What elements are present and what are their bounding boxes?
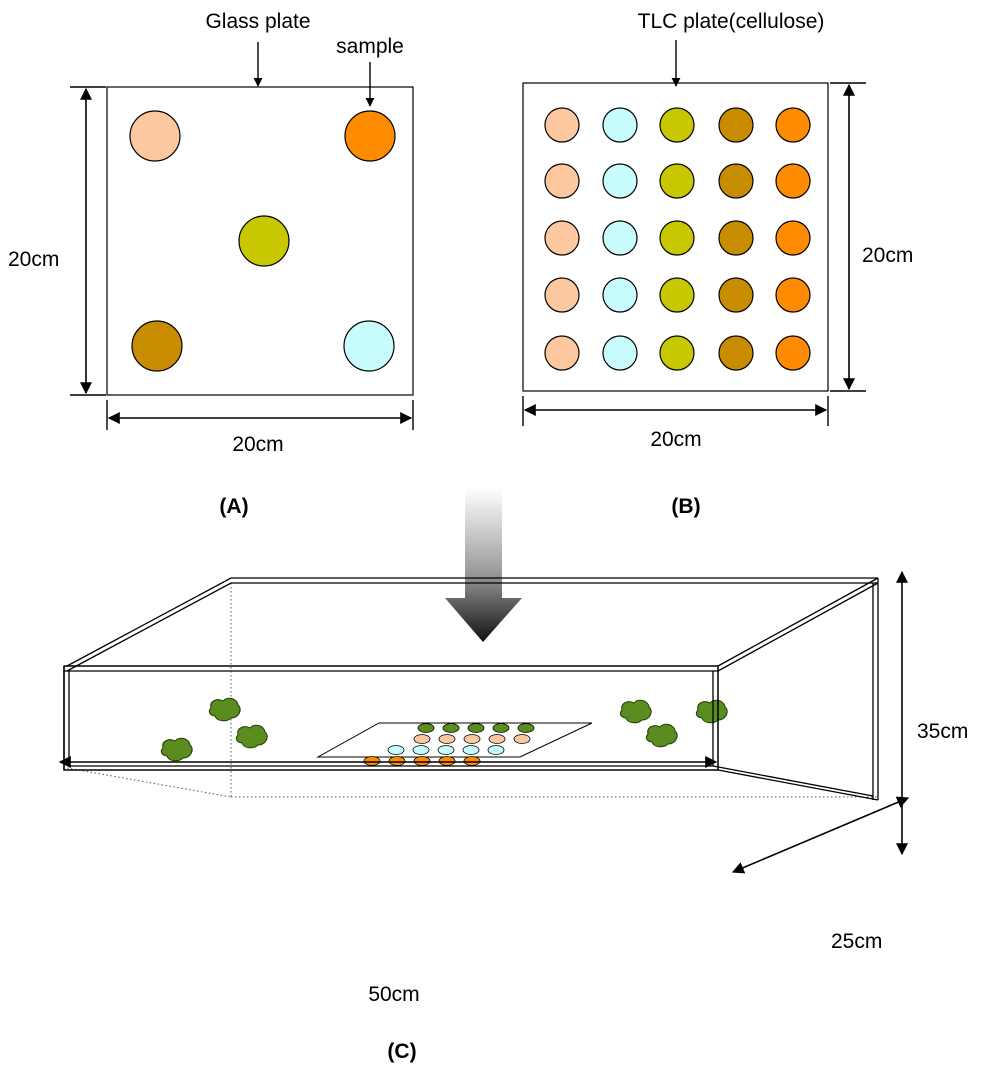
sample-spot — [131, 320, 183, 372]
tlc-spot — [775, 277, 811, 313]
mini-plate-spot — [488, 734, 506, 744]
tlc-spot — [544, 220, 580, 256]
leaf-piece — [160, 737, 193, 762]
tlc-spot — [718, 335, 754, 371]
box-depth-label: 25cm — [831, 930, 882, 953]
box-height-label: 35cm — [917, 720, 968, 743]
mini-plate-spot — [417, 723, 435, 733]
glass-plate-label: Glass plate — [205, 10, 310, 33]
panel-a-height-label: 20cm — [8, 248, 59, 271]
panel-a-spots — [129, 110, 396, 372]
tlc-spot — [602, 107, 638, 143]
mini-plate-spot — [437, 745, 455, 755]
tlc-spot — [602, 220, 638, 256]
box-depth-arrow — [731, 796, 910, 874]
mini-plate-spot — [412, 745, 430, 755]
panel-b-width-label: 20cm — [650, 428, 701, 451]
tlc-spot — [659, 277, 695, 313]
tlc-spot — [602, 163, 638, 199]
tlc-spot — [718, 277, 754, 313]
mini-plate-spot — [487, 745, 505, 755]
sample-spot — [129, 110, 181, 162]
mini-plate-spot — [363, 756, 381, 766]
tlc-spot — [775, 335, 811, 371]
mini-plate-spot — [438, 734, 456, 744]
sample-spot — [238, 215, 290, 267]
mini-plate-spot — [463, 756, 481, 766]
panel-b: TLC plate(cellulose) 20cm 20cm (B) — [522, 10, 913, 518]
tlc-spot — [775, 220, 811, 256]
big-down-arrow — [445, 488, 522, 642]
mini-plate-spot — [442, 723, 460, 733]
leaf-piece — [619, 699, 652, 724]
tlc-spot — [775, 163, 811, 199]
leaf-pieces — [160, 697, 728, 762]
sample-label: sample — [336, 35, 404, 58]
tlc-spot — [544, 107, 580, 143]
panel-b-spots — [544, 107, 811, 371]
mini-plate-spot — [462, 745, 480, 755]
tlc-spot — [544, 277, 580, 313]
mini-plate-spot — [517, 723, 535, 733]
tlc-spot — [544, 335, 580, 371]
tlc-spot — [718, 220, 754, 256]
tlc-spot — [544, 163, 580, 199]
leaf-piece — [645, 723, 678, 748]
box-back-floor-diagonal — [66, 767, 232, 798]
panel-c-caption: (C) — [387, 1040, 416, 1063]
mini-plate-spot — [413, 734, 431, 744]
box-width-label: 50cm — [368, 983, 419, 1006]
leaf-piece — [208, 697, 241, 722]
tlc-spot — [659, 335, 695, 371]
mini-plate-spot — [492, 723, 510, 733]
mini-tlc-plate — [316, 722, 593, 766]
tlc-spot — [718, 163, 754, 199]
tlc-plate-label: TLC plate(cellulose) — [638, 10, 825, 33]
leaf-piece — [235, 724, 268, 749]
mini-plate-spot — [387, 745, 405, 755]
panel-b-caption: (B) — [671, 495, 700, 518]
mini-plate-spot — [388, 756, 406, 766]
panel-a-caption: (A) — [219, 495, 248, 518]
sample-spot — [343, 320, 395, 372]
tlc-spot — [602, 335, 638, 371]
panel-b-height-label: 20cm — [862, 244, 913, 267]
panel-a: Glass plate sample 20cm 20cm (A) — [8, 10, 414, 518]
tlc-spot — [775, 107, 811, 143]
mini-plate-spot — [513, 734, 531, 744]
sample-spot — [344, 110, 396, 162]
panel-a-width-label: 20cm — [232, 433, 283, 456]
mini-plate-spot — [413, 756, 431, 766]
mini-plate-spot — [467, 723, 485, 733]
panel-c: 35cm 25cm 50cm (C) — [58, 570, 968, 1063]
leaf-piece — [695, 699, 728, 724]
tlc-spot — [602, 277, 638, 313]
tlc-spot — [659, 220, 695, 256]
mini-plate-spot — [438, 756, 456, 766]
mini-plate-spot — [463, 734, 481, 744]
tlc-spot — [718, 107, 754, 143]
tlc-spot — [659, 163, 695, 199]
tlc-spot — [659, 107, 695, 143]
